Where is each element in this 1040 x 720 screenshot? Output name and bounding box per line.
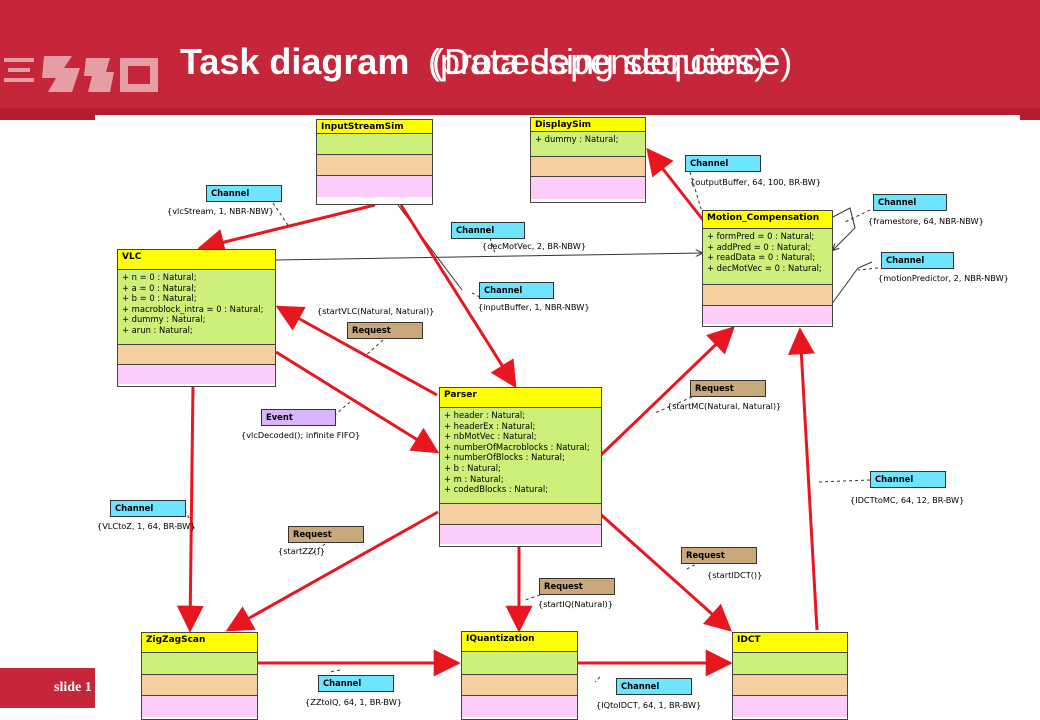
class-operations (462, 675, 577, 696)
request-label-startzz: {startZZ()} (278, 546, 326, 556)
class-footer (462, 696, 577, 717)
arrow-parser-zigzag (225, 510, 439, 632)
channel-tag-inputbuffer: Channel (479, 282, 554, 299)
class-operations (531, 157, 645, 177)
class-parser: Parser + header : Natural; + headerEx : … (439, 387, 602, 547)
class-footer (317, 176, 432, 197)
class-footer (118, 365, 275, 384)
slide-number: slide 1 (54, 680, 92, 695)
class-operations (317, 155, 432, 176)
class-footer (531, 177, 645, 199)
tag-leaders (184, 171, 879, 683)
channel-label-outputbuffer: {outputBuffer, 64, 100, BR-BW} (690, 177, 821, 187)
arrow-vlc-zigzag (176, 384, 204, 633)
class-motion-compensation: Motion_Compensation + formPred = 0 : Nat… (702, 210, 833, 327)
request-label-startvlc: {startVLC(Natural, Natural)} (317, 306, 435, 316)
event-tag-vlcdecoded: Event (261, 409, 336, 426)
request-label-startidct: {startIDCT()} (707, 570, 763, 580)
class-operations (703, 285, 832, 306)
channel-tag-outputbuffer: Channel (685, 155, 761, 172)
arrow-vlc-parser (275, 350, 440, 454)
channel-label-iqtoidct: {IQtoIDCT, 64, 1, BR-BW} (596, 700, 702, 710)
channel-label-zztoiq: {ZZtoIQ, 64, 1, BR-BW} (305, 697, 403, 707)
channel-label-decmotvec: {decMotVec, 2, BR-NBW} (482, 241, 587, 251)
class-title: VLC (118, 250, 275, 270)
class-vlc: VLC + n = 0 : Natural; + a = 0 : Natural… (117, 249, 276, 387)
class-footer (733, 696, 847, 717)
request-tag-startidct: Request (681, 547, 757, 564)
arrow-parser-vlc (275, 305, 438, 397)
channel-label-vlctoz: {VLCtoZ, 1, 64, BR-BW} (97, 521, 196, 531)
class-title: IDCT (733, 633, 847, 653)
logo-icon (4, 56, 158, 92)
channel-label-inputbuffer: {inputBuffer, 1, NBR-NBW} (478, 302, 590, 312)
channel-label-motionpredictor: {motionPredictor, 2, NBR-NBW} (878, 273, 1009, 283)
class-iquantization: IQuantization (461, 631, 578, 720)
title-bar (0, 0, 1040, 120)
channel-tag-decmotvec: Channel (451, 222, 525, 239)
connector-motionpredictor-loop (830, 261, 873, 306)
class-input-stream-sim: InputStreamSim (316, 119, 433, 205)
class-operations (440, 504, 601, 525)
request-tag-startiq: Request (539, 578, 615, 595)
channel-tag-zztoiq: Channel (318, 675, 394, 692)
channel-tag-idcttomc: Channel (870, 471, 946, 488)
request-label-startiq: {startIQ(Natural)} (538, 599, 613, 609)
event-label-vlcdecoded: {vlcDecoded(); infinite FIFO} (241, 430, 361, 440)
class-attributes (317, 134, 432, 155)
channel-tag-motionpredictor: Channel (881, 252, 954, 269)
class-attributes: + dummy : Natural; (531, 132, 645, 157)
connector-vlc-mc (274, 253, 702, 261)
class-idct: IDCT (732, 632, 848, 720)
request-label-startmc: {startMC(Natural, Natural)} (667, 401, 782, 411)
channel-label-framestore: {framestore, 64, NBR-NBW} (868, 216, 984, 226)
class-attributes: + formPred = 0 : Natural; + addPred = 0 … (703, 229, 832, 285)
arrow-inputstream-parser (399, 204, 517, 389)
class-footer (142, 696, 257, 717)
class-title: InputStreamSim (317, 120, 432, 134)
channel-label-idcttomc: {IDCTtoMC, 64, 12, BR-BW} (850, 495, 965, 505)
request-tag-startmc: Request (690, 380, 766, 397)
request-tag-startvlc: Request (347, 322, 423, 339)
arrow-inputstream-vlc (197, 203, 376, 256)
class-attributes: + header : Natural; + headerEx : Natural… (440, 408, 601, 504)
request-tag-startzz: Request (288, 526, 364, 543)
class-footer (440, 525, 601, 544)
connector-framestore-loop (830, 207, 856, 250)
slide-title: Task diagram (180, 41, 410, 82)
class-attributes (142, 653, 257, 675)
channel-tag-framestore: Channel (873, 194, 947, 211)
class-title: IQuantization (462, 632, 577, 652)
channel-tag-iqtoidct: Channel (616, 678, 692, 695)
class-operations (733, 675, 847, 696)
class-title: Parser (440, 388, 601, 408)
slide-title-overlay-sequence: (processing sequence) (428, 41, 793, 82)
class-attributes (733, 653, 847, 675)
class-title: DisplaySim (531, 118, 645, 132)
class-title: ZigZagScan (142, 633, 257, 653)
class-footer (703, 306, 832, 324)
class-attributes: + n = 0 : Natural; + a = 0 : Natural; + … (118, 270, 275, 345)
class-operations (118, 345, 275, 365)
channel-label-vlcstream: {vlcStream, 1, NBR-NBW} (167, 206, 274, 216)
arrow-mc-display (646, 147, 705, 221)
slide-title-overlay-data: (Data dependencies) (432, 41, 767, 82)
class-title: Motion_Compensation (703, 211, 832, 229)
arrow-idct-mc (787, 327, 819, 631)
red-arrows (176, 147, 819, 677)
class-operations (142, 675, 257, 696)
arrow-parser-idct (597, 510, 733, 632)
class-zigzag-scan: ZigZagScan (141, 632, 258, 720)
class-attributes (462, 652, 577, 675)
channel-tag-vlcstream: Channel (206, 185, 282, 202)
class-display-sim: DisplaySim + dummy : Natural; (530, 117, 646, 203)
arrow-parser-mc (599, 326, 735, 457)
channel-tag-vlctoz: Channel (110, 500, 186, 517)
